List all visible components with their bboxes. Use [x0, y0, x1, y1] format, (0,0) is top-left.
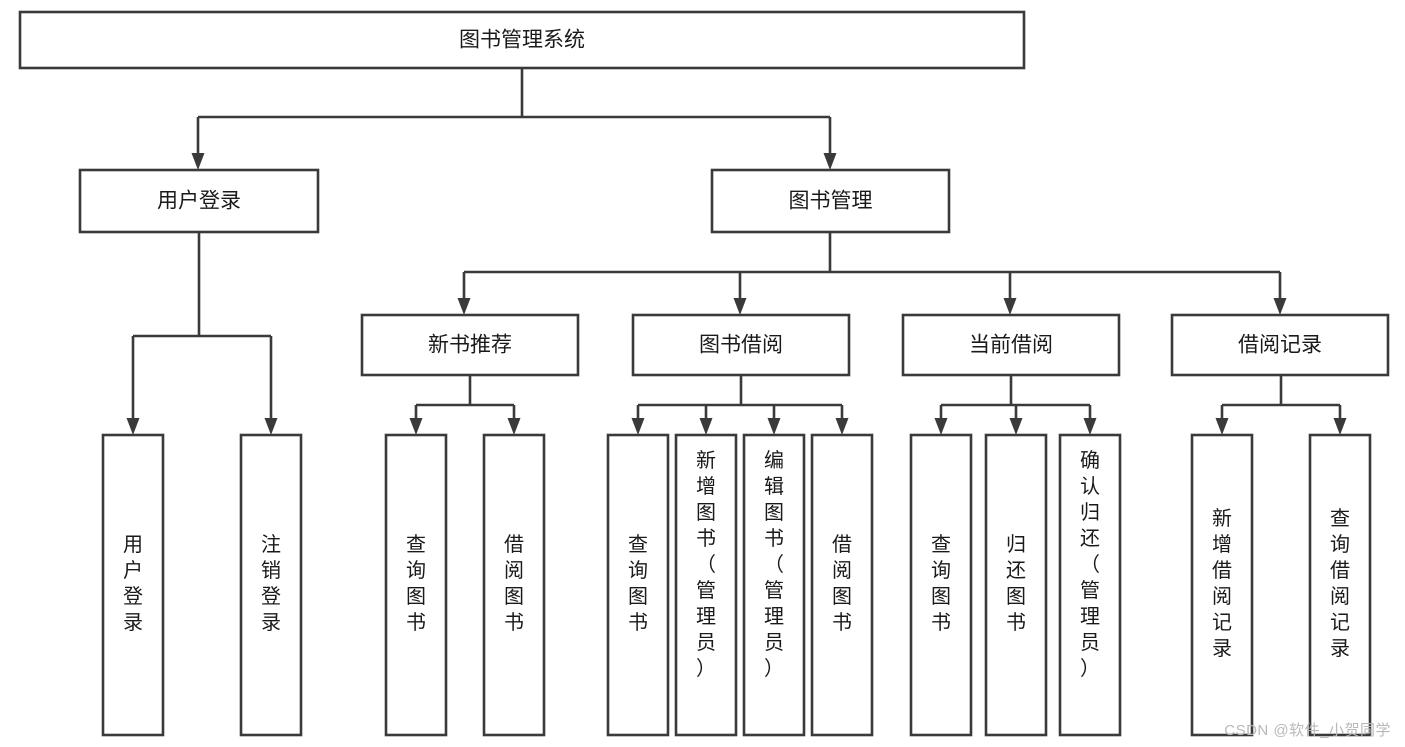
- node-leaf-borrow-book-2[interactable]: 借阅图书: [810, 433, 874, 737]
- node-layer: 图书管理系统用户登录图书管理新书推荐图书借阅当前借阅借阅记录用户登录注销登录查询…: [18, 10, 1390, 737]
- arrow-head-icon: [835, 418, 849, 435]
- node-box[interactable]: [1058, 433, 1122, 737]
- node-leaf-return-book[interactable]: 归还图书: [984, 433, 1048, 737]
- node-label: 查询借阅记录: [1330, 507, 1350, 660]
- connector-group-book-manage-to-level2: [457, 232, 1287, 315]
- arrow-head-icon: [191, 153, 205, 170]
- arrow-head-icon: [1003, 298, 1017, 315]
- node-leaf-add-record[interactable]: 新增借阅记录: [1190, 433, 1254, 737]
- node-box[interactable]: [101, 433, 165, 737]
- arrow-head-icon: [457, 298, 471, 315]
- arrow-head-icon: [767, 418, 781, 435]
- connector-group-new-book-rec-to-leaves: [409, 375, 521, 435]
- connector-group-user-login-to-leaves: [126, 232, 278, 435]
- node-box[interactable]: [810, 433, 874, 737]
- connector-group-root-to-level1: [191, 68, 837, 170]
- node-box[interactable]: [18, 10, 1026, 70]
- arrow-head-icon: [1273, 298, 1287, 315]
- node-new-book-rec[interactable]: 新书推荐: [360, 313, 580, 377]
- node-label: 当前借阅: [969, 334, 1053, 357]
- connector-group-borrow-record-to-leaves: [1215, 375, 1347, 435]
- node-box[interactable]: [239, 433, 303, 737]
- node-box[interactable]: [1308, 433, 1372, 737]
- arrow-head-icon: [699, 418, 713, 435]
- node-book-manage[interactable]: 图书管理: [710, 168, 951, 234]
- node-current-borrow[interactable]: 当前借阅: [901, 313, 1121, 377]
- node-box[interactable]: [674, 433, 738, 737]
- node-leaf-borrow-book-1[interactable]: 借阅图书: [482, 433, 546, 737]
- node-leaf-query-record[interactable]: 查询借阅记录: [1308, 433, 1372, 737]
- node-box[interactable]: [360, 313, 580, 377]
- node-label: 用户登录: [157, 190, 241, 213]
- node-label: 图书借阅: [699, 334, 783, 357]
- connector-group-current-borrow-to-leaves: [934, 375, 1097, 435]
- node-label: 确认归还（管理员）: [1080, 449, 1100, 680]
- node-box[interactable]: [1170, 313, 1390, 377]
- arrow-head-icon: [1215, 418, 1229, 435]
- node-label: 注销登录: [261, 533, 281, 634]
- node-leaf-query-book-3[interactable]: 查询图书: [909, 433, 973, 737]
- arrow-head-icon: [1333, 418, 1347, 435]
- arrow-head-icon: [1083, 418, 1097, 435]
- node-label: 查询图书: [406, 533, 426, 634]
- connector-layer: [126, 68, 1347, 435]
- node-root[interactable]: 图书管理系统: [18, 10, 1026, 70]
- arrow-head-icon: [631, 418, 645, 435]
- node-book-borrow[interactable]: 图书借阅: [631, 313, 851, 377]
- node-label: 图书管理系统: [459, 29, 585, 52]
- node-box[interactable]: [482, 433, 546, 737]
- node-box[interactable]: [606, 433, 670, 737]
- node-leaf-add-book[interactable]: 新增图书（管理员）: [674, 433, 738, 737]
- node-box[interactable]: [631, 313, 851, 377]
- node-label: 编辑图书（管理员）: [764, 449, 784, 680]
- node-label: 查询图书: [931, 533, 951, 634]
- node-label: 查询图书: [628, 533, 648, 634]
- node-box[interactable]: [909, 433, 973, 737]
- node-label: 图书管理: [789, 190, 873, 213]
- node-leaf-user-login[interactable]: 用户登录: [101, 433, 165, 737]
- node-user-login[interactable]: 用户登录: [78, 168, 320, 234]
- node-leaf-query-book-2[interactable]: 查询图书: [606, 433, 670, 737]
- node-label: 归还图书: [1006, 533, 1026, 634]
- node-leaf-logout[interactable]: 注销登录: [239, 433, 303, 737]
- node-label: 新增图书（管理员）: [696, 449, 716, 680]
- arrow-head-icon: [409, 418, 423, 435]
- node-box[interactable]: [710, 168, 951, 234]
- node-box[interactable]: [742, 433, 806, 737]
- arrow-head-icon: [507, 418, 521, 435]
- arrow-head-icon: [934, 418, 948, 435]
- node-leaf-edit-book[interactable]: 编辑图书（管理员）: [742, 433, 806, 737]
- node-box[interactable]: [1190, 433, 1254, 737]
- node-label: 新书推荐: [428, 334, 512, 357]
- node-box[interactable]: [78, 168, 320, 234]
- connector-group-book-borrow-to-leaves: [631, 375, 849, 435]
- node-label: 借阅记录: [1238, 334, 1322, 357]
- node-box[interactable]: [384, 433, 448, 737]
- node-label: 借阅图书: [832, 533, 852, 634]
- node-leaf-query-book-1[interactable]: 查询图书: [384, 433, 448, 737]
- node-box[interactable]: [901, 313, 1121, 377]
- node-leaf-confirm-return[interactable]: 确认归还（管理员）: [1058, 433, 1122, 737]
- node-borrow-record[interactable]: 借阅记录: [1170, 313, 1390, 377]
- arrow-head-icon: [126, 418, 140, 435]
- arrow-head-icon: [1009, 418, 1023, 435]
- arrow-head-icon: [733, 298, 747, 315]
- arrow-head-icon: [823, 153, 837, 170]
- node-box[interactable]: [984, 433, 1048, 737]
- node-label: 新增借阅记录: [1212, 507, 1232, 660]
- node-label: 用户登录: [123, 534, 143, 634]
- node-label: 借阅图书: [504, 533, 524, 634]
- arrow-head-icon: [264, 418, 278, 435]
